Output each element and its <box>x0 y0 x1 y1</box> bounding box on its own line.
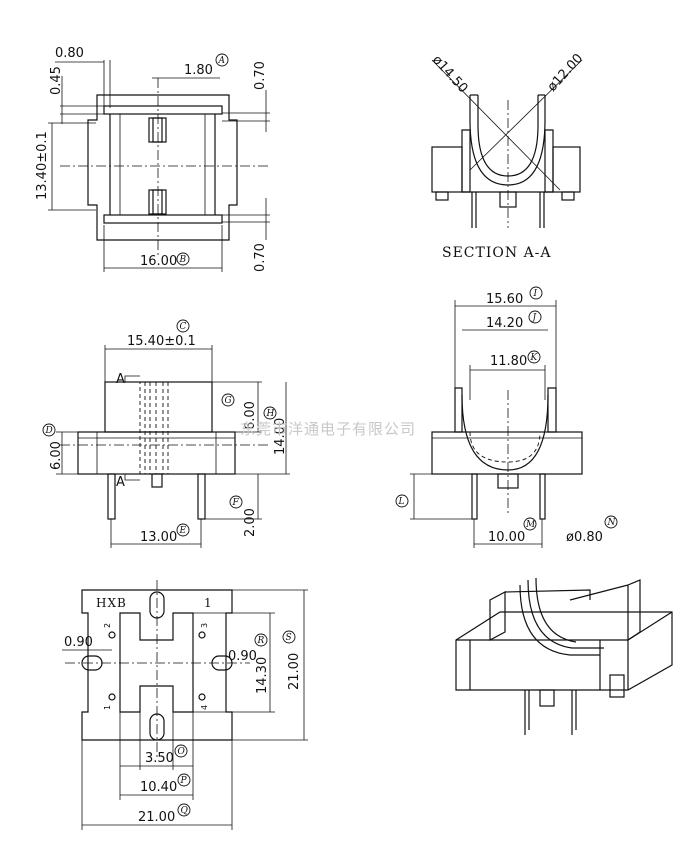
top-slot-lower <box>148 189 167 215</box>
callout-d: D <box>42 423 56 437</box>
svg-text:J: J <box>531 313 538 323</box>
svg-text:F: F <box>232 498 240 508</box>
callout-p: P <box>177 773 191 787</box>
svg-text:Q: Q <box>181 806 189 816</box>
dim-13-40: 13.40±0.1 <box>35 131 50 200</box>
section-label: SECTION A-A <box>442 245 552 261</box>
front-pin-right <box>197 473 206 520</box>
dim-11-80: 11.80 <box>490 354 527 369</box>
callout-g: G <box>221 393 235 407</box>
svg-text:H: H <box>266 409 275 419</box>
dim-6-00-a: 6.00 <box>49 441 64 470</box>
pin-4-label: 4 <box>200 705 209 710</box>
bottom-view: HXB 1 2 3 4 1 0.90 0.90 14.30 21.00 3.50… <box>62 580 308 830</box>
pin-2-label: 2 <box>103 623 112 628</box>
dim-10-40: 10.40 <box>140 780 177 795</box>
dim-21-00-v: 21.00 <box>287 653 302 690</box>
section-mark-bottom: A <box>116 475 125 490</box>
svg-text:R: R <box>257 636 265 646</box>
callout-l: L <box>395 494 409 508</box>
dim-dia-12-00: ø12.00 <box>545 51 586 95</box>
callout-h: H <box>263 406 277 420</box>
svg-text:C: C <box>180 322 187 332</box>
section-right-wall <box>552 146 581 193</box>
callout-s: S <box>282 630 296 644</box>
dim-13-00: 13.00 <box>140 530 177 545</box>
pin-1b-label: 1 <box>103 705 112 710</box>
dim-14-20: 14.20 <box>486 316 523 331</box>
dim-dia-14-50: ø14.50 <box>429 53 470 97</box>
svg-text:L: L <box>398 497 405 507</box>
dim-14-30: 14.30 <box>255 657 270 694</box>
dim-15-40: 15.40±0.1 <box>127 334 196 349</box>
top-flange-bottom <box>103 214 223 224</box>
section-mark-top: A <box>116 372 125 387</box>
callout-i: I <box>529 286 543 300</box>
top-flange-top <box>103 105 223 115</box>
callout-j: J <box>528 310 542 324</box>
callout-b: B <box>176 252 190 266</box>
pin-1-label: 1 <box>204 596 213 610</box>
part-marking: HXB <box>96 596 127 610</box>
isometric-view <box>455 577 673 735</box>
dim-15-60: 15.60 <box>486 292 523 307</box>
svg-text:B: B <box>179 255 187 265</box>
dim-0-70-a: 0.70 <box>253 61 268 90</box>
callout-n: N <box>604 515 618 529</box>
svg-text:D: D <box>45 426 53 436</box>
dim-14-00: 14.00 <box>273 418 288 455</box>
svg-text:P: P <box>180 776 188 786</box>
svg-text:O: O <box>178 747 186 757</box>
company-watermark: 东莞市洋通电子有限公司 <box>240 420 416 438</box>
side-view: 15.60 14.20 11.80 10.00 ø0.80 <box>410 292 603 548</box>
front-view: A A 15.40±0.1 6.00 6.00 14.00 2.00 13.00 <box>49 334 290 548</box>
svg-text:S: S <box>286 633 292 643</box>
callout-c: C <box>176 319 190 333</box>
dim-0-90-right: 0.90 <box>228 649 257 664</box>
svg-text:E: E <box>179 526 187 536</box>
callout-o: O <box>174 744 188 758</box>
top-view-outline <box>87 94 238 241</box>
callout-m: M <box>523 517 537 531</box>
pin-3-label: 3 <box>200 623 209 628</box>
callout-r: R <box>254 633 268 647</box>
dim-16-00: 16.00 <box>140 254 177 269</box>
dim-0-90-left: 0.90 <box>64 635 93 650</box>
bottom-window <box>119 612 194 713</box>
dim-3-50: 3.50 <box>145 751 174 766</box>
dim-0-70-b: 0.70 <box>253 243 268 272</box>
svg-text:M: M <box>525 520 536 530</box>
dim-2-00: 2.00 <box>243 508 258 537</box>
section-left-wall <box>431 146 463 193</box>
callout-q: Q <box>177 803 191 817</box>
front-pin-left <box>107 473 116 520</box>
dim-1-80: 1.80 <box>184 63 213 78</box>
svg-text:A: A <box>218 56 226 66</box>
callout-e: E <box>176 523 190 537</box>
section-view: ø14.50 ø12.00 SECTION A-A <box>429 51 586 261</box>
side-pin-right <box>539 473 546 520</box>
dim-21-00-h: 21.00 <box>138 810 175 825</box>
callout-f: F <box>229 495 243 509</box>
dim-0-45: 0.45 <box>49 66 64 95</box>
top-slot-upper <box>148 117 167 143</box>
side-pin-left <box>471 473 478 520</box>
dim-dia-0-80: ø0.80 <box>566 530 603 545</box>
callout-k: K <box>527 350 541 364</box>
dim-10-00: 10.00 <box>488 530 525 545</box>
svg-text:I: I <box>533 289 538 299</box>
callout-a: A <box>215 53 229 67</box>
svg-text:K: K <box>530 353 539 363</box>
dim-0-80: 0.80 <box>55 46 84 61</box>
front-upper-body <box>104 381 213 433</box>
svg-text:N: N <box>607 518 617 528</box>
dim-6-00-b: 6.00 <box>243 401 258 430</box>
top-view: 0.80 0.45 1.80 0.70 13.40±0.1 16.00 0.70 <box>35 46 270 272</box>
svg-text:G: G <box>225 396 232 406</box>
